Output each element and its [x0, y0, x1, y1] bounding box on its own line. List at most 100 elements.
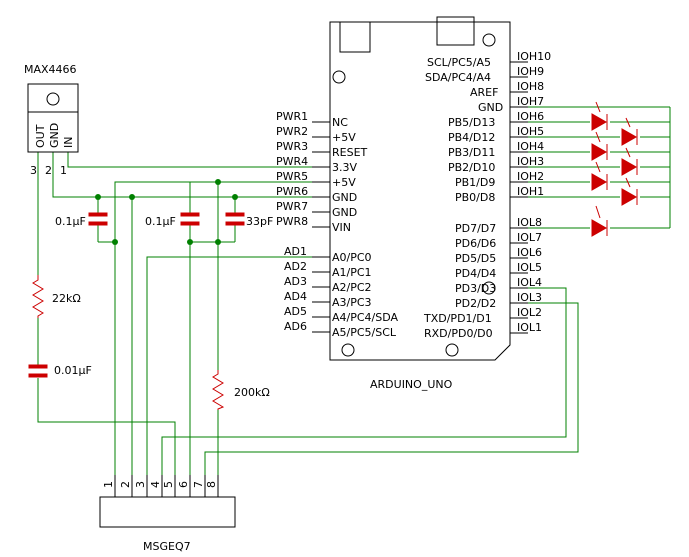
- pwr-pin-name: +5V: [332, 176, 356, 189]
- msgeq7-pinnum: 3: [134, 481, 147, 488]
- msgeq7-pinnum: 5: [162, 481, 175, 488]
- max4466-pin-in: IN: [62, 137, 75, 148]
- led-arrow: [595, 161, 601, 173]
- junction-dot: [232, 194, 238, 200]
- pwr-label: PWR2: [276, 125, 308, 138]
- pwr-pin-name: GND: [332, 206, 357, 219]
- max4466-pin-out: OUT: [34, 124, 47, 148]
- max4466-name: MAX4466: [24, 63, 77, 76]
- iol-label: IOL6: [517, 246, 542, 259]
- wire-d3-to-msgeq7: [161, 287, 567, 475]
- arduino-hole: [482, 33, 496, 47]
- cap-plate: [88, 212, 108, 217]
- wires: [37, 106, 671, 475]
- resistor-r2: 200kΩ: [212, 370, 270, 410]
- max4466-pinnum-2: 2: [45, 164, 52, 177]
- ad-label: AD3: [284, 275, 307, 288]
- ioh-pin-name: PB0/D8: [455, 191, 495, 204]
- led-d12: [621, 117, 638, 146]
- msgeq7-pinnum: 4: [149, 481, 162, 488]
- r1-value: 22kΩ: [52, 292, 81, 305]
- cap-plate: [88, 221, 108, 226]
- arduino-outline: [329, 21, 511, 361]
- pwr-pin-name: +5V: [332, 131, 356, 144]
- wire-c4-to-msgeq7: [37, 378, 176, 475]
- cap-plate: [180, 212, 200, 217]
- pwr-label: PWR6: [276, 185, 308, 198]
- led-arrow: [625, 177, 631, 188]
- led-triangle: [621, 188, 638, 206]
- msgeq7-chip: 1 2 3 4 5 6 7 8 MSGEQ7: [99, 475, 236, 553]
- pwr-pin-name: RESET: [332, 146, 368, 159]
- led-d11: [591, 131, 608, 161]
- max4466-pin-gnd: GND: [48, 123, 61, 148]
- iol-label: IOL3: [517, 291, 542, 304]
- led-triangle: [591, 143, 608, 161]
- ioh-pin-name: PB1/D9: [455, 176, 495, 189]
- max4466-module: MAX4466 OUT GND IN 3 2 1: [24, 63, 79, 177]
- pwr-pin-name: NC: [332, 116, 348, 129]
- ad-label: AD6: [284, 320, 307, 333]
- led-triangle: [621, 128, 638, 146]
- ioh-label: IOH3: [517, 155, 544, 168]
- ioh-pin-name: SCL/PC5/A5: [427, 56, 491, 69]
- arduino-pwr-pins: PWR1 PWR2 PWR3 PWR4 PWR5 PWR6 PWR7 PWR8 …: [276, 110, 368, 234]
- ad-pin-name: A2/PC2: [332, 281, 372, 294]
- iol-pin-name: PD2/D2: [455, 297, 496, 310]
- junction-dot: [112, 239, 118, 245]
- resistor-zigzag: [32, 275, 44, 318]
- arduino-hole: [445, 343, 459, 357]
- ioh-pin-name: PB2/D10: [448, 161, 495, 174]
- cap-plate: [225, 212, 245, 217]
- ad-label: AD5: [284, 305, 307, 318]
- pwr-label: PWR8: [276, 215, 308, 228]
- msgeq7-pinnum: 7: [192, 481, 205, 488]
- led-d7: [591, 205, 608, 237]
- wire-a0-to-msgeq7: [146, 256, 327, 475]
- msgeq7-pinnum: 1: [102, 481, 115, 488]
- arduino-usb: [436, 16, 475, 46]
- led-arrow: [595, 101, 601, 113]
- iol-label: IOL2: [517, 306, 542, 319]
- msgeq7-pinnum: 8: [205, 481, 218, 488]
- iol-pin-name: PD6/D6: [455, 237, 496, 250]
- msgeq7-pinnum: 2: [119, 481, 132, 488]
- c2-value: 0.1µF: [145, 215, 176, 228]
- c1-value: 0.1µF: [55, 215, 86, 228]
- arduino-name: ARDUINO_UNO: [370, 378, 453, 391]
- led-triangle: [591, 219, 608, 237]
- ioh-pin-name: PB3/D11: [448, 146, 495, 159]
- pwr-pin-name: 3.3V: [332, 161, 357, 174]
- cap-plate: [180, 221, 200, 226]
- iol-pin-name: PD7/D7: [455, 222, 496, 235]
- pwr-label: PWR4: [276, 155, 308, 168]
- arduino-hole: [332, 70, 346, 84]
- arduino-hole: [341, 343, 355, 357]
- wire-d2-to-msgeq7: [204, 302, 579, 475]
- ioh-pin-name: PB5/D13: [448, 116, 495, 129]
- led-arrow: [625, 117, 631, 128]
- led-arrow: [595, 131, 601, 143]
- pwr-label: PWR5: [276, 170, 308, 183]
- pwr-pin-name: VIN: [332, 221, 351, 234]
- msgeq7-pinnum: 6: [177, 481, 190, 488]
- iol-label: IOL8: [517, 216, 542, 229]
- ioh-label: IOH10: [517, 50, 551, 63]
- resistor-r1: 22kΩ: [32, 275, 81, 318]
- iol-label: IOL1: [517, 321, 542, 334]
- cap-plate: [225, 221, 245, 226]
- ad-label: AD4: [284, 290, 307, 303]
- c4-value: 0.01µF: [54, 364, 92, 377]
- led-arrow: [625, 147, 631, 158]
- ad-pin-name: A4/PC4/SDA: [332, 311, 399, 324]
- junction-dot: [129, 194, 135, 200]
- led-arrow: [595, 205, 601, 219]
- arduino-power-jack: [339, 21, 371, 53]
- ioh-pin-name: GND: [478, 101, 503, 114]
- junction-dots: [95, 179, 238, 245]
- capacitor-c1: 0.1µF: [55, 212, 108, 228]
- resistor-zigzag: [212, 370, 225, 410]
- iol-label: IOL4: [517, 276, 542, 289]
- ioh-label: IOH4: [517, 140, 544, 153]
